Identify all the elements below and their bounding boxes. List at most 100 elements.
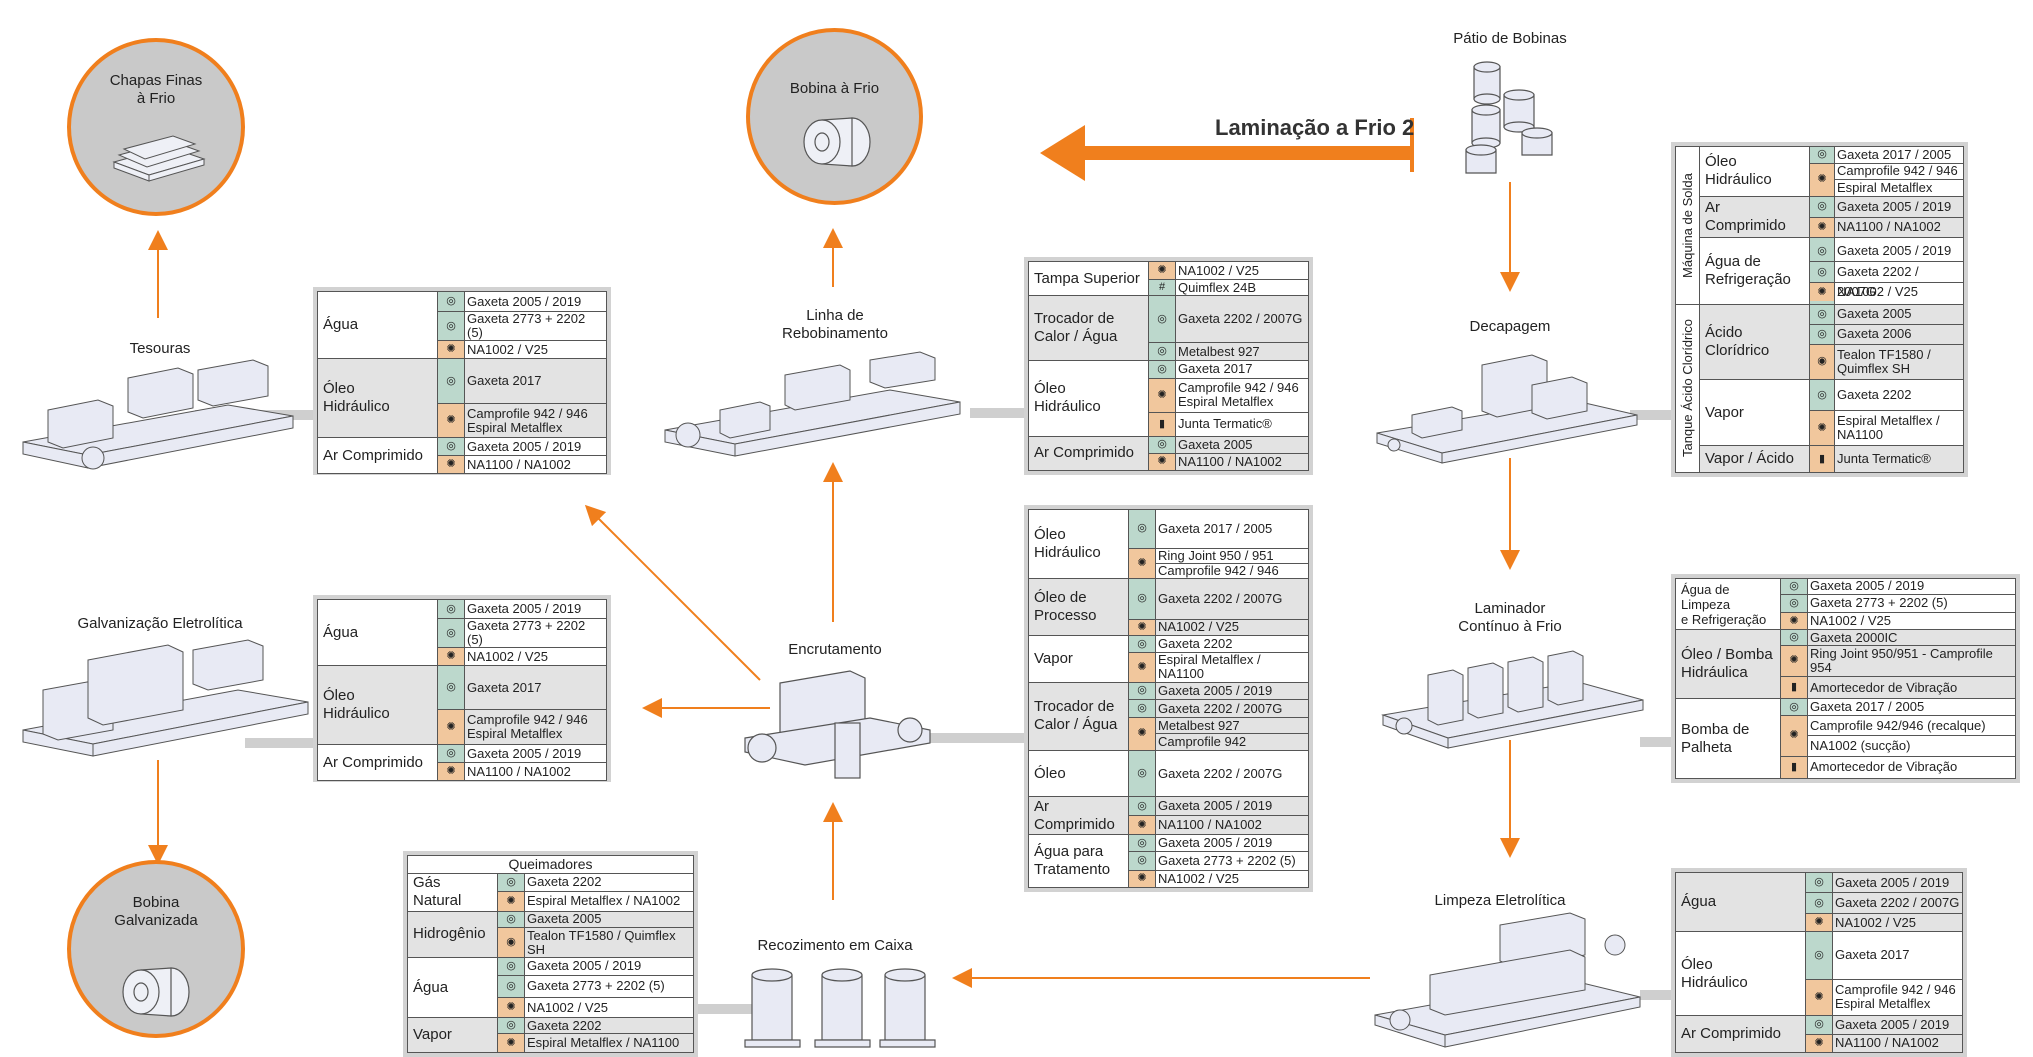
spiral-icon: ✺	[1809, 162, 1835, 197]
item-line: Espiral Metalflex	[1835, 996, 1931, 1012]
category-vapor: Vapor	[1699, 379, 1810, 447]
item: Espiral Metalflex / NA1100	[524, 1033, 694, 1053]
item: Gaxeta 2005 / 2019	[1834, 195, 1964, 219]
gasket-icon: ◎	[1805, 931, 1833, 980]
category-line: Hidráulico	[323, 398, 390, 415]
item: Gaxeta 2017	[1832, 931, 1963, 980]
spiral-icon: ✺	[497, 1033, 525, 1053]
item: Gaxeta 2017 / 2005	[1155, 509, 1309, 549]
joint-icon: ▮	[1809, 445, 1835, 473]
item: Gaxeta 2773 + 2202 (5)	[464, 311, 607, 341]
category-line: Hidráulico	[1034, 398, 1101, 416]
item: Gaxeta 2005 / 2019	[1155, 796, 1309, 817]
item: Gaxeta 2773 + 2202 (5)	[524, 974, 694, 999]
gasket-icon: ◎	[1805, 1015, 1833, 1035]
gasket-icon: ◎	[1148, 359, 1176, 379]
category-line: Óleo	[323, 687, 355, 704]
item: Junta Termatic®	[1175, 412, 1309, 437]
table-header: Queimadores	[407, 855, 694, 874]
rewinding-line-illustration	[664, 351, 961, 457]
gasket-icon: ◎	[1128, 509, 1156, 549]
gasket-icon: ◎	[437, 437, 465, 456]
item: Gaxeta 2202	[524, 872, 694, 892]
product-label: Galvanizada	[114, 912, 198, 929]
station-label-galvanizacao: Galvanização Eletrolítica	[77, 615, 243, 632]
item: Gaxeta 2017	[464, 358, 607, 404]
item: NA1100 / NA1002	[1834, 217, 1964, 238]
category-oleo: Óleo Hidráulico	[1699, 146, 1810, 197]
gasket-icon: ◎	[437, 618, 465, 648]
category-line: Óleo / Bomba	[1681, 646, 1773, 664]
product-bobina-frio: Bobina à Frio	[746, 28, 923, 205]
category-line: Água de	[1705, 252, 1761, 270]
category-line: Óleo	[1034, 380, 1066, 398]
station-label-line: Rebobinamento	[782, 325, 888, 342]
item: Gaxeta 2005	[1834, 303, 1964, 325]
item: NA1002 / V25	[1807, 612, 2016, 631]
category-line: Hidráulica	[1681, 664, 1748, 682]
category-line: Comprimido	[1034, 815, 1115, 833]
sheet-stack-icon	[112, 135, 206, 182]
spiral-icon: ✺	[1128, 717, 1156, 751]
connector-encrut	[915, 733, 1028, 743]
item: Metalbest 927	[1155, 717, 1309, 735]
item: Gaxeta 2202	[1155, 634, 1309, 654]
item: Ring Joint 950/951 - Camprofile 954	[1807, 645, 2016, 677]
gasket-icon: ◎	[1809, 195, 1835, 219]
gasket-icon: ◎	[1128, 834, 1156, 853]
gasket-icon: ◎	[1148, 435, 1176, 454]
category-line: Óleo	[1034, 526, 1066, 544]
gasket-icon: ◎	[1780, 593, 1808, 614]
station-label-encrutamento: Encrutamento	[788, 641, 882, 658]
connector-recoz	[697, 1004, 752, 1014]
gasket-icon: ◎	[497, 974, 525, 999]
gasket-icon: ◎	[437, 744, 465, 763]
item: Gaxeta 2005 / 2019	[1155, 681, 1309, 700]
spiral-icon: ✺	[1780, 715, 1808, 757]
product-label: Chapas Finas	[109, 72, 203, 89]
item: Gaxeta 2017	[464, 665, 607, 710]
gasket-icon: ◎◎✺	[1809, 236, 1835, 305]
station-label-tesouras: Tesouras	[129, 340, 191, 357]
gasket-icon: ◎	[437, 311, 465, 341]
category-line: Óleo	[1681, 955, 1713, 973]
gasket-icon: ◎	[1128, 578, 1156, 620]
category-acido: Ácido Clorídrico	[1699, 303, 1810, 381]
item: Gaxeta 2773 + 2202 (5)	[1807, 593, 2016, 614]
spiral-icon: ✺	[1809, 410, 1835, 447]
connector-limpeza	[1640, 990, 1672, 1000]
station-label-line: Linha de	[806, 307, 864, 324]
spiral-icon: ✺	[1805, 912, 1833, 933]
item-line: Espiral Metalflex	[1178, 394, 1274, 410]
category-line: Refrigeração	[1705, 270, 1791, 288]
annealing-furnace-illustration	[744, 968, 936, 1048]
item: Gaxeta 2005	[524, 910, 694, 929]
category-line: Óleo	[323, 380, 355, 397]
spiral-icon: ✺	[1128, 869, 1156, 889]
gasket-icon: ◎	[1128, 681, 1156, 700]
category-vapor: Vapor	[1028, 634, 1129, 683]
item: Camprofile 942	[1155, 733, 1309, 751]
item: NA1002 / V25	[1155, 618, 1309, 636]
item: Tealon TF1580 /Quimflex SH	[1834, 343, 1964, 381]
gasket-icon: ◎	[497, 910, 525, 929]
spiral-icon: ✺	[437, 340, 465, 359]
spiral-icon: ✺	[437, 762, 465, 781]
item: Ring Joint 950 / 951	[1155, 547, 1309, 564]
table-limpeza: Água◎Gaxeta 2005 / 2019 ◎Gaxeta 2202 / 2…	[1671, 868, 1967, 1057]
item: Gaxeta 2017	[1175, 359, 1309, 379]
item-line: Camprofile 942 / 946	[1835, 982, 1956, 998]
category-line: Água para	[1034, 843, 1104, 861]
joint-icon: ▮	[1780, 675, 1808, 700]
item: NA1100 / NA1002	[464, 762, 607, 781]
